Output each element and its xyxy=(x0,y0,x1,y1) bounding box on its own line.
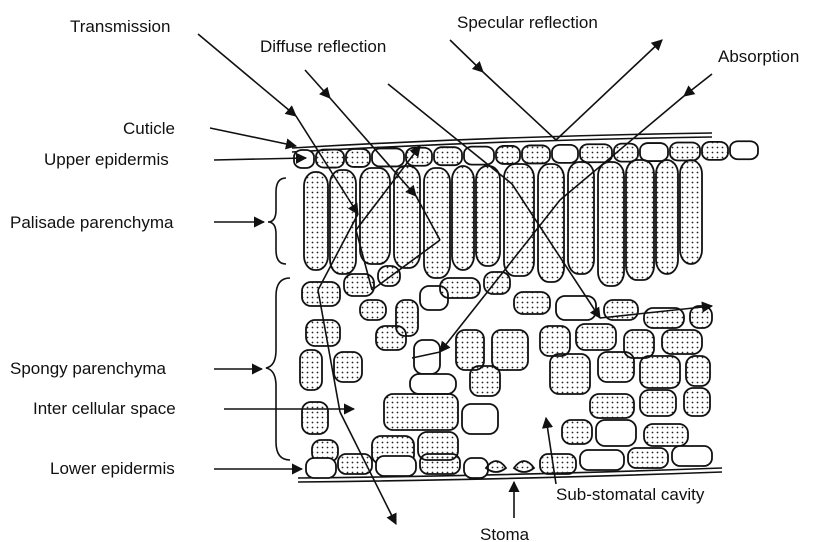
spongy-cell xyxy=(470,366,500,396)
upper-epidermis-cell xyxy=(552,145,578,163)
palisade-parenchyma-label: Palisade parenchyma xyxy=(10,213,174,232)
spongy-bracket xyxy=(266,278,290,460)
lower-epidermis-cell xyxy=(338,454,372,474)
spongy-parenchyma-cells xyxy=(300,266,712,464)
spongy-cell xyxy=(462,404,498,434)
palisade-cell xyxy=(626,160,654,280)
spongy-parenchyma-label: Spongy parenchyma xyxy=(10,359,166,378)
spongy-cell xyxy=(662,330,702,354)
spongy-cell xyxy=(492,330,528,370)
spongy-cell xyxy=(590,394,634,418)
spongy-cell xyxy=(550,354,590,394)
spongy-cell xyxy=(686,356,710,386)
stoma-guard-cells xyxy=(486,461,534,472)
palisade-cell xyxy=(452,166,474,270)
spongy-cell xyxy=(640,356,680,388)
spongy-cell xyxy=(376,326,406,350)
spongy-cell xyxy=(562,420,592,444)
specular-reflection-label: Specular reflection xyxy=(457,13,598,32)
palisade-cell xyxy=(304,172,328,270)
inter-cellular-space-label: Inter cellular space xyxy=(33,399,176,418)
stoma-label: Stoma xyxy=(480,525,530,542)
lower-epidermis-cell xyxy=(420,454,460,474)
palisade-cell xyxy=(424,168,450,278)
lower-epidermis-cell xyxy=(376,456,416,476)
upper-epidermis-label: Upper epidermis xyxy=(44,150,169,169)
spongy-cell xyxy=(334,352,362,382)
spongy-cell xyxy=(540,326,570,356)
upper-epidermis-cell xyxy=(730,141,758,159)
lower-epidermis-cell xyxy=(306,458,336,478)
spongy-cell xyxy=(598,352,634,382)
spongy-cell xyxy=(576,324,616,350)
spongy-cell xyxy=(556,296,596,320)
upper-epidermis-cell xyxy=(316,150,344,168)
absorption-label: Absorption xyxy=(718,47,799,66)
lower-epidermis-cell xyxy=(464,458,488,478)
upper-epidermis-cell xyxy=(346,149,370,167)
upper-epidermis-cell xyxy=(702,142,728,160)
spongy-cell xyxy=(344,274,374,296)
palisade-cell xyxy=(598,162,624,286)
palisade-bracket xyxy=(268,178,286,264)
lower-epidermis-cell xyxy=(540,454,576,474)
spongy-cell xyxy=(690,306,712,328)
upper-epidermis-cell xyxy=(522,145,550,163)
lower-epidermis-label: Lower epidermis xyxy=(50,459,175,478)
lower-epidermis-cells xyxy=(306,446,712,478)
upper-epidermis-cell xyxy=(434,147,462,165)
lower-epidermis-cell xyxy=(628,448,668,468)
spongy-cell xyxy=(456,330,484,370)
spongy-cell xyxy=(410,374,456,394)
palisade-cell xyxy=(680,160,702,264)
palisade-parenchyma-cells xyxy=(304,160,702,286)
palisade-cell xyxy=(656,160,678,274)
lower-epidermis-cell xyxy=(580,450,624,470)
sub-stomatal-cavity-label: Sub-stomatal cavity xyxy=(556,485,705,504)
spongy-cell xyxy=(360,300,386,320)
palisade-cell xyxy=(394,166,420,268)
palisade-cell xyxy=(360,168,390,264)
cuticle-label: Cuticle xyxy=(123,119,175,138)
upper-epidermis-cell xyxy=(294,150,314,168)
upper-epidermis-cell xyxy=(406,148,432,166)
spongy-cell xyxy=(306,320,340,346)
spongy-cell xyxy=(384,394,458,430)
spongy-cell xyxy=(684,388,710,416)
spongy-cell xyxy=(640,390,676,416)
spongy-cell xyxy=(644,424,688,446)
diffuse-reflection-label: Diffuse reflection xyxy=(260,37,386,56)
lower-epidermis-cell xyxy=(672,446,712,466)
upper-epidermis-cell xyxy=(496,146,520,164)
palisade-cell xyxy=(476,166,500,266)
upper-epidermis-cell xyxy=(640,143,668,161)
spongy-cell xyxy=(300,350,322,390)
spongy-cell xyxy=(596,420,636,446)
spongy-cell xyxy=(440,278,480,298)
transmission-label: Transmission xyxy=(70,17,170,36)
spongy-cell xyxy=(514,292,550,314)
upper-epidermis-cell xyxy=(670,142,700,160)
spongy-cell xyxy=(302,402,328,434)
palisade-cell xyxy=(568,162,594,274)
